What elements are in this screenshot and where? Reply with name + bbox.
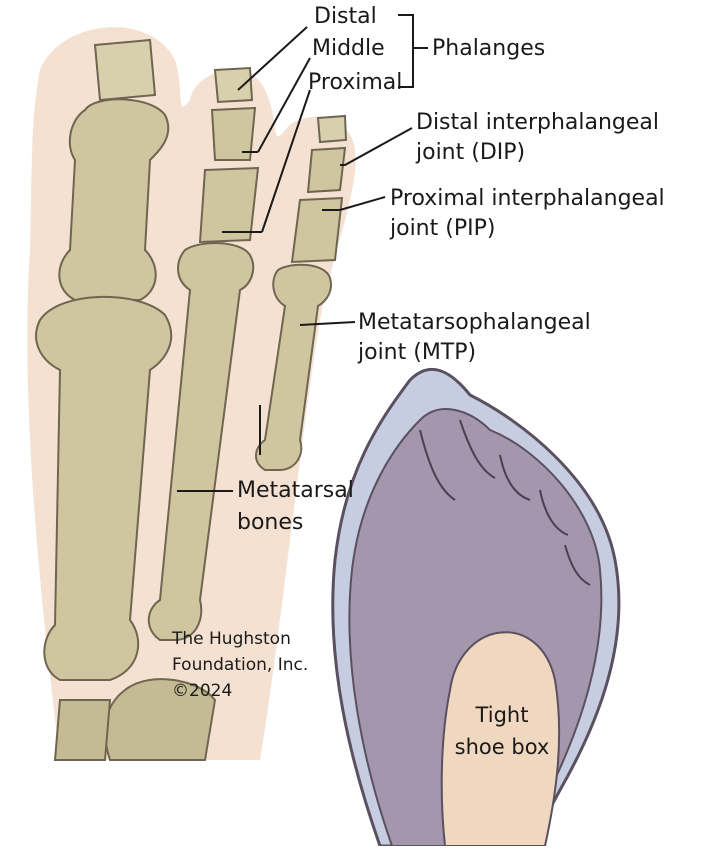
label-proximal: Proximal [308, 70, 402, 96]
label-mtp-line2: joint (MTP) [358, 340, 476, 366]
shoe-label-line1: Tight [437, 702, 567, 729]
label-phalanges: Phalanges [432, 36, 545, 62]
shoe-label-line2: shoe box [437, 734, 567, 761]
credit-line1: The Hughston [172, 628, 291, 650]
credit-line2: Foundation, Inc. [172, 654, 308, 676]
credit-line3: ©2024 [172, 680, 232, 702]
label-metatarsal-line1: Metatarsal [237, 478, 354, 504]
tight-shoe-illustration [333, 369, 619, 846]
label-mtp-line1: Metatarsophalangeal [358, 310, 591, 336]
label-distal: Distal [314, 4, 377, 30]
label-dip-line2: joint (DIP) [416, 140, 525, 166]
label-pip-line1: Proximal interphalangeal [390, 186, 665, 212]
label-pip-line2: joint (PIP) [390, 216, 495, 242]
label-metatarsal-line2: bones [237, 510, 303, 536]
label-dip-line1: Distal interphalangeal [416, 110, 659, 136]
label-middle: Middle [312, 36, 385, 62]
